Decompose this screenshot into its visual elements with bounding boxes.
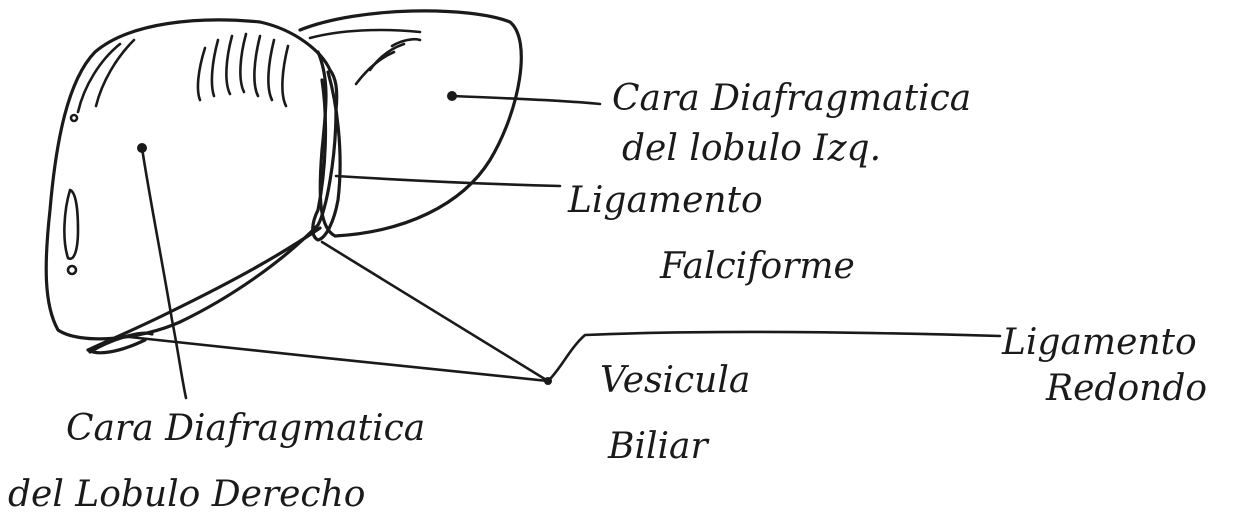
leader-left-lobe bbox=[452, 96, 600, 104]
label-falciform-line2: Falciforme bbox=[659, 246, 855, 287]
label-right-lobe-line2: del Lobulo Derecho bbox=[8, 474, 365, 515]
labels: Cara Diafragmatica del lobulo Izq. Ligam… bbox=[8, 78, 1207, 515]
label-gallbladder-line2: Biliar bbox=[607, 426, 709, 467]
right-lobe-outline bbox=[46, 20, 337, 339]
label-gallbladder-line1: Vesicula bbox=[600, 360, 750, 401]
label-falciform-line1: Ligamento bbox=[567, 180, 763, 221]
surface-shading bbox=[64, 34, 420, 274]
left-lobe-outline bbox=[300, 11, 521, 236]
leader-right-lobe bbox=[142, 148, 186, 398]
label-round-ligament-line2: Redondo bbox=[1045, 368, 1207, 409]
leader-falciform bbox=[336, 176, 560, 186]
label-left-lobe-line1: Cara Diafragmatica bbox=[612, 78, 971, 119]
label-round-ligament-line1: Ligamento bbox=[1001, 322, 1197, 363]
label-left-lobe-line2: del lobulo Izq. bbox=[622, 128, 881, 169]
left-lobe-inner-edge bbox=[310, 30, 420, 38]
label-right-lobe-line1: Cara Diafragmatica bbox=[66, 408, 425, 449]
inferior-border bbox=[88, 228, 320, 353]
